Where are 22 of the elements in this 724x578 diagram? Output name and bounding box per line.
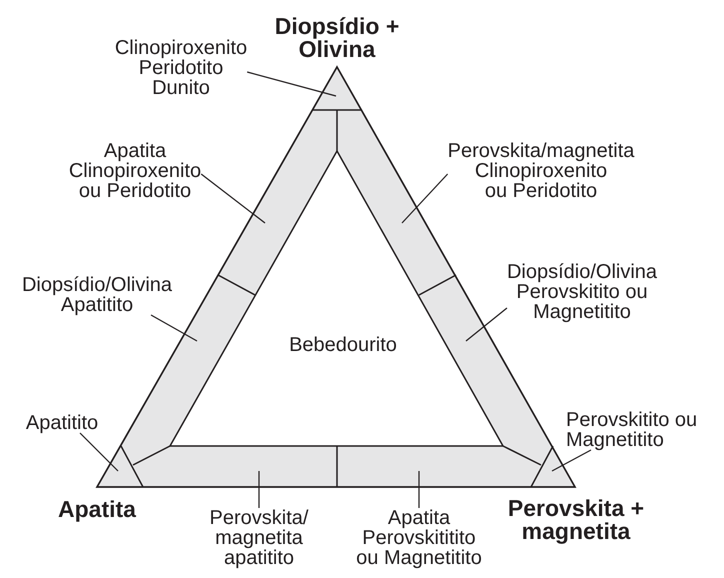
leader-line [247,71,336,97]
leader-line [402,174,448,224]
corner-label: Perovskita + magnetita [508,497,644,543]
region-label: Apatita Clinopiroxenito ou Peridotito [68,141,202,201]
region-label: Apatitito [26,413,98,433]
leader-line [80,432,118,472]
leader-line [466,308,508,342]
field-label: Bebedourito [289,335,397,355]
region-label: Perovskita/ magnetita apatitito [210,508,308,568]
corner-label: Apatita [58,498,136,521]
corner-label: Diopsídio + Olivina [274,15,400,61]
region-label: Diopsídio/Olivina Apatitito [22,275,172,315]
leader-line [418,471,420,508]
leader-line [552,449,592,472]
region-label: Perovskitito ou Magnetitito [566,410,698,450]
region-label: Clinopiroxenito Peridotito Dunito [114,38,248,98]
region-label: Apatita Perovskititito ou Magnetitito [356,508,482,568]
leader-line [200,174,266,224]
region-label: Diopsídio/Olivina Perovskitito ou Magnetitito [506,262,658,322]
leader-line [258,471,260,508]
region-label: Perovskita/magnetita Clinopiroxenito ou Peridotito [448,141,634,201]
leader-line [150,314,198,342]
